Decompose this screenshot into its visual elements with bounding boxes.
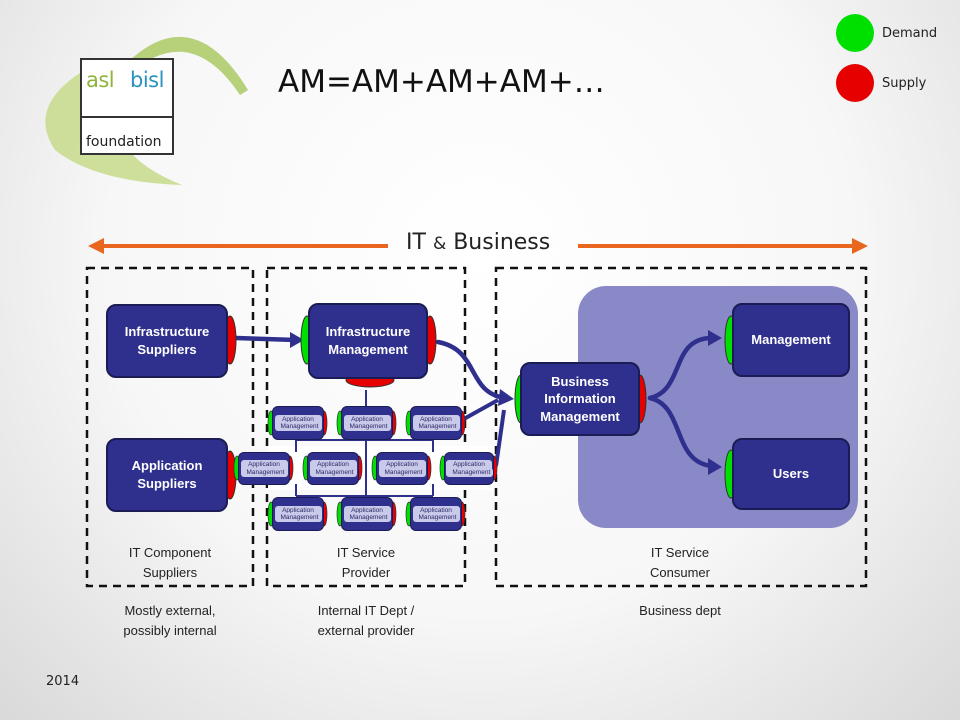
mini-label: Management [312, 467, 357, 477]
node-label: Application [131, 458, 203, 474]
logo-top-panel: asl bisl [82, 60, 172, 118]
caption-line: IT Component [128, 545, 212, 560]
it-business-banner: IT & Business [406, 230, 550, 255]
logo-asl-text: asl [86, 68, 115, 92]
legend-demand-label: Demand [882, 26, 938, 41]
logo-bisl-text: bisl [130, 68, 164, 92]
caption-line: IT Service [650, 545, 710, 560]
mini-label: Application [245, 460, 283, 470]
mini-label: Application [417, 414, 455, 424]
caption-line: Suppliers [142, 564, 198, 580]
mini-label: Management [381, 467, 426, 477]
banner-it: IT [406, 230, 426, 255]
node-label: Management [328, 342, 408, 357]
mini-label: Application [279, 414, 317, 424]
logo-arc [120, 36, 248, 95]
year-label: 2014 [46, 674, 80, 689]
logo: asl bisl foundation [80, 58, 174, 155]
subcaption-component: Mostly external, possibly internal [95, 601, 245, 640]
node-label: Information [544, 391, 616, 407]
supply-dot [836, 64, 874, 102]
caption-line: Mostly external, [124, 603, 216, 618]
caption-line: IT Service [336, 545, 396, 560]
legend-supply-label: Supply [882, 76, 927, 91]
caption-line: possibly internal [123, 622, 217, 638]
caption-line: Provider [341, 564, 391, 580]
consumer-group [494, 266, 868, 588]
mini-label: Management [346, 422, 391, 431]
mini-label: Application [348, 505, 386, 515]
demand-dot [836, 14, 874, 52]
subcaption-consumer: Business dept [639, 603, 721, 618]
mini-label: Management [243, 467, 288, 477]
caption-line: Internal IT Dept / [317, 603, 415, 618]
banner-amp: & [432, 234, 447, 254]
node-label: Suppliers [137, 476, 197, 491]
node-label: Users [772, 466, 810, 482]
node-label: Infrastructure [325, 324, 411, 340]
bim-to-management-arrow [647, 335, 715, 401]
caption-line: Consumer [650, 564, 710, 580]
subcaption-provider: Internal IT Dept / external provider [286, 601, 446, 640]
mini-label: Management [277, 513, 322, 522]
node-label: Management [751, 332, 831, 348]
mini-label: Management [415, 422, 460, 431]
infra-supply-arrow [233, 335, 299, 343]
bim-to-users-arrow [647, 395, 715, 469]
node-label: Management [540, 408, 620, 424]
mini-label: Management [277, 422, 322, 431]
mini-label: Management [449, 467, 494, 477]
mini-label: Application [314, 460, 352, 470]
caption-line: external provider [317, 622, 415, 638]
mini-label: Application [279, 505, 317, 515]
provider-to-bim-arrow [435, 339, 508, 401]
node-management: Management [732, 303, 850, 377]
mini-label: Application [417, 505, 455, 515]
mini-label: Management [415, 513, 460, 522]
mini-label: Application [348, 414, 386, 424]
mini-label: Application [383, 460, 421, 470]
banner-business: Business [453, 230, 551, 255]
node-label: Infrastructure [124, 324, 210, 340]
node-label: Business [551, 373, 609, 389]
component-group [85, 266, 255, 588]
banner-arrows [88, 238, 868, 254]
node-users: Users [732, 438, 850, 510]
page-title: AM=AM+AM+AM+… [278, 64, 605, 100]
logo-foundation-text: foundation [86, 134, 162, 150]
node-label: Suppliers [137, 342, 197, 357]
mini-label: Management [346, 513, 391, 522]
mini-label: Application [450, 460, 488, 470]
